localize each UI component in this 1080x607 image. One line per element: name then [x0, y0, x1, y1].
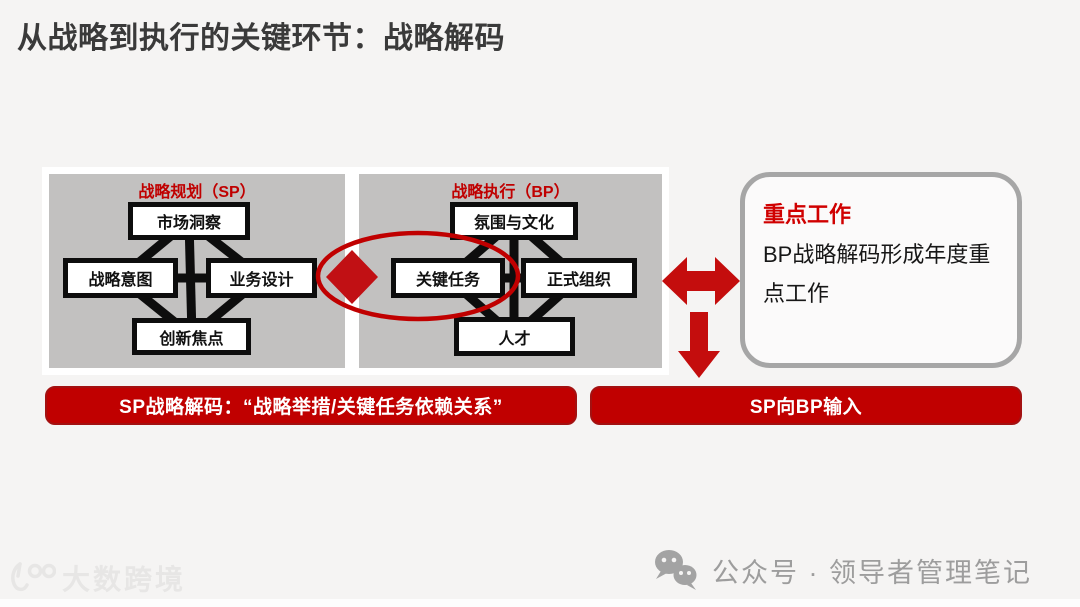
banner-sp-decode: SP战略解码：“战略举措/关键任务依赖关系”: [45, 386, 577, 425]
watermark-logo: 大数跨境: [8, 558, 186, 598]
banner-sp-to-bp-label: SP向BP输入: [749, 397, 863, 418]
sp-box-innovation-focus: 创新焦点: [132, 318, 251, 355]
sp-box-business-design: 业务设计: [206, 258, 317, 298]
wechat-footer-text: 公众号 · 领导者管理笔记: [712, 557, 1032, 588]
double-arrow-icon: [662, 257, 740, 305]
slide-title: 从战略到执行的关键环节：战略解码: [17, 22, 505, 55]
watermark-100-icon: [11, 562, 56, 592]
bp-box-formal-org: 正式组织: [521, 258, 637, 298]
banner-sp-to-bp: SP向BP输入: [590, 386, 1022, 425]
callout-heading: 重点工作: [763, 202, 852, 227]
panel-bp-title: 战略执行（BP）: [451, 184, 570, 201]
sp-box-strategic-intent: 战略意图: [63, 258, 178, 298]
down-arrow-icon: [678, 312, 720, 378]
bottom-strip: [0, 599, 1080, 607]
bp-box-key-tasks: 关键任务: [391, 258, 505, 298]
banner-sp-decode-label: SP战略解码：“战略举措/关键任务依赖关系”: [119, 397, 503, 418]
callout-body: BP战略解码形成年度重点工作: [763, 242, 991, 307]
watermark-text: 大数跨境: [62, 564, 187, 595]
wechat-footer: 公众号 · 领导者管理笔记: [652, 548, 1032, 592]
bp-box-talent: 人才: [454, 317, 575, 356]
bp-box-culture: 氛围与文化: [450, 202, 578, 240]
wechat-icon: [655, 550, 697, 590]
sp-box-market-insight: 市场洞察: [128, 202, 250, 240]
callout-box: 重点工作 BP战略解码形成年度重点工作: [740, 172, 1022, 368]
panel-sp-title: 战略规划（SP）: [138, 184, 256, 201]
